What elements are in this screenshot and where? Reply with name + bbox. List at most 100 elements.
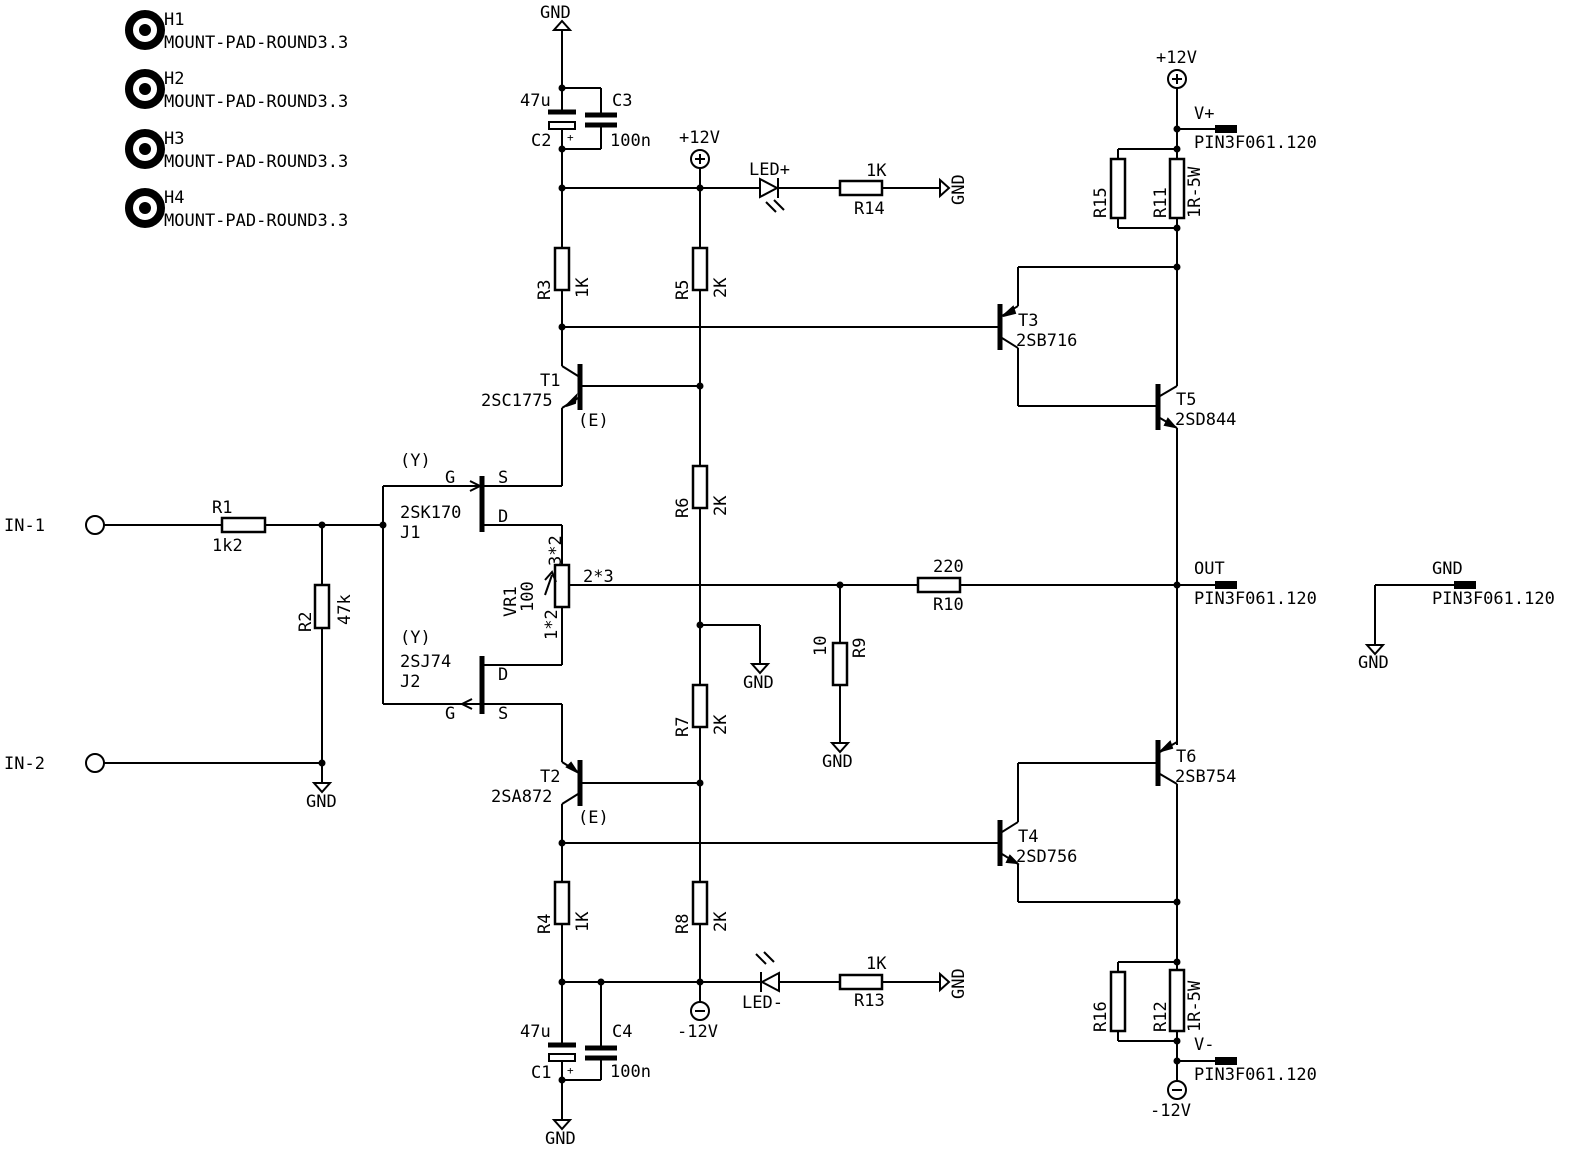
vr1-body: [553, 563, 571, 609]
h4-value: MOUNT-PAD-ROUND3.3: [164, 211, 348, 231]
resistor-r13: [838, 973, 884, 991]
led-minus-label: LED-: [742, 993, 783, 1013]
c4-ref: C4: [612, 1022, 632, 1042]
port-in1[interactable]: [85, 515, 105, 535]
r6-value: 2K: [711, 495, 731, 516]
j1-gate: G: [445, 468, 455, 488]
r6-ref: R6: [673, 498, 693, 518]
resistor-r5: [691, 246, 709, 292]
j2-value: 2SJ74: [400, 652, 451, 672]
r7-ref: R7: [673, 717, 693, 737]
r1-value: 1k2: [212, 536, 243, 556]
out-pin: PIN3F061.120: [1194, 589, 1317, 609]
vr1-ref: VR1: [501, 586, 521, 617]
t2-rank: (E): [578, 808, 609, 828]
r8-ref: R8: [673, 914, 693, 934]
c2-ref: C2: [531, 131, 551, 151]
jfet-j1: (Y) G S D 2SK170 J1: [400, 451, 562, 543]
pin-gnd[interactable]: [1454, 581, 1476, 589]
c4-value: 100n: [610, 1062, 651, 1082]
gnd-symbol-r9: [829, 742, 851, 754]
transistor-t5: T5 2SD844: [1155, 384, 1236, 430]
c1-ref: C1: [531, 1063, 551, 1083]
t3-value: 2SB716: [1016, 331, 1077, 351]
resistor-r6: [691, 464, 709, 510]
transistor-t2: T2 2SA872 (E): [491, 704, 700, 828]
gnd-label-bottom: GND: [545, 1129, 576, 1149]
jfet-j2: (Y) 2SJ74 J2 D G S: [400, 628, 562, 724]
pin-vminus[interactable]: [1215, 1057, 1237, 1065]
output-stage: +12V V+ PIN3F061.120 R15 R11 1R-5W: [997, 48, 1317, 1121]
gnd-symbol-led-lower: [939, 971, 951, 993]
resistor-r11: [1168, 157, 1186, 220]
gnd-connector: GND PIN3F061.120 GND: [1358, 559, 1555, 673]
bias-divider: +12V R5 2K R6 2K GND R7 2K R8 2K -12V: [673, 128, 774, 1042]
gnd-symbol-connector: [1364, 644, 1386, 656]
out-label: OUT: [1194, 559, 1225, 579]
gnd-label-r2: GND: [306, 792, 337, 812]
resistor-r10: [916, 576, 962, 594]
resistor-r7: [691, 683, 709, 729]
j1-ref: J1: [400, 523, 420, 543]
gnd-symbol-bottom: [551, 1119, 573, 1131]
supply-minus12-label-mid: -12V: [677, 1022, 718, 1042]
j1-drain: D: [498, 507, 508, 527]
r4-ref: R4: [535, 914, 555, 934]
r10-value: 220: [933, 557, 964, 577]
transistor-t6: T6 2SB754: [1018, 740, 1236, 787]
r15-ref: R15: [1091, 187, 1111, 218]
h1-ref: H1: [164, 10, 184, 30]
port-in2[interactable]: [85, 753, 105, 773]
gnd-label-led-lower: GND: [949, 968, 969, 999]
j2-rank: (Y): [400, 628, 431, 648]
r16-ref: R16: [1091, 1001, 1111, 1032]
c1-value: 47u: [520, 1022, 551, 1042]
feedback-network: 220 R10 10 R9 GND: [700, 557, 1177, 772]
r12-ref: R12: [1151, 1001, 1171, 1032]
j1-rank: (Y): [400, 451, 431, 471]
vminus-pin: PIN3F061.120: [1194, 1065, 1317, 1085]
input-section: IN-1 IN-2 R1 1k2 R2 47k GND: [4, 485, 480, 812]
supply-plus12-label-mid: +12V: [679, 128, 720, 148]
gnd-connector-pin: PIN3F061.120: [1432, 589, 1555, 609]
resistor-r4: [553, 880, 571, 926]
r9-ref: R9: [850, 638, 870, 658]
port-in2-label: IN-2: [4, 754, 45, 774]
vr1-pin2: 2*3: [583, 567, 614, 587]
r14-value: 1K: [866, 161, 887, 181]
transistor-t3: T3 2SB716: [997, 304, 1158, 407]
pin-out[interactable]: [1215, 581, 1237, 589]
t6-value: 2SB754: [1175, 767, 1236, 787]
t1-ref: T1: [540, 371, 560, 391]
c1-plus: +: [567, 1064, 574, 1077]
resistor-r3: [553, 246, 571, 292]
t4-ref: T4: [1018, 827, 1038, 847]
mount-pad-h1: H1 MOUNT-PAD-ROUND3.3: [125, 10, 348, 53]
h2-ref: H2: [164, 69, 184, 89]
t1-rank: (E): [578, 411, 609, 431]
r7-value: 2K: [711, 714, 731, 735]
resistor-r12: [1168, 968, 1186, 1033]
r11-ref: R11: [1151, 187, 1171, 218]
r13-value: 1K: [866, 954, 887, 974]
c2-plus: +: [567, 131, 574, 144]
gnd-symbol-r2: [311, 782, 333, 794]
r13-ref: R13: [854, 991, 885, 1011]
t1-value: 2SC1775: [481, 391, 553, 411]
vr1-pin1: 1*2: [542, 609, 562, 640]
h3-value: MOUNT-PAD-ROUND3.3: [164, 152, 348, 172]
pin-vplus[interactable]: [1215, 125, 1237, 133]
r14-ref: R14: [854, 199, 885, 219]
port-in1-label: IN-1: [4, 516, 45, 536]
r5-ref: R5: [673, 280, 693, 300]
resistor-r15: [1109, 157, 1127, 220]
gnd-symbol-led-upper: [939, 177, 951, 199]
led-plus-label: LED+: [749, 160, 790, 180]
vr1-value: 100: [518, 581, 538, 612]
t4-value: 2SD756: [1016, 847, 1077, 867]
r12-value: 1R-5W: [1185, 980, 1205, 1032]
r2-ref: R2: [296, 612, 316, 632]
gnd-label-led-upper: GND: [949, 174, 969, 205]
vr1-pin3: 3*2: [546, 535, 566, 566]
